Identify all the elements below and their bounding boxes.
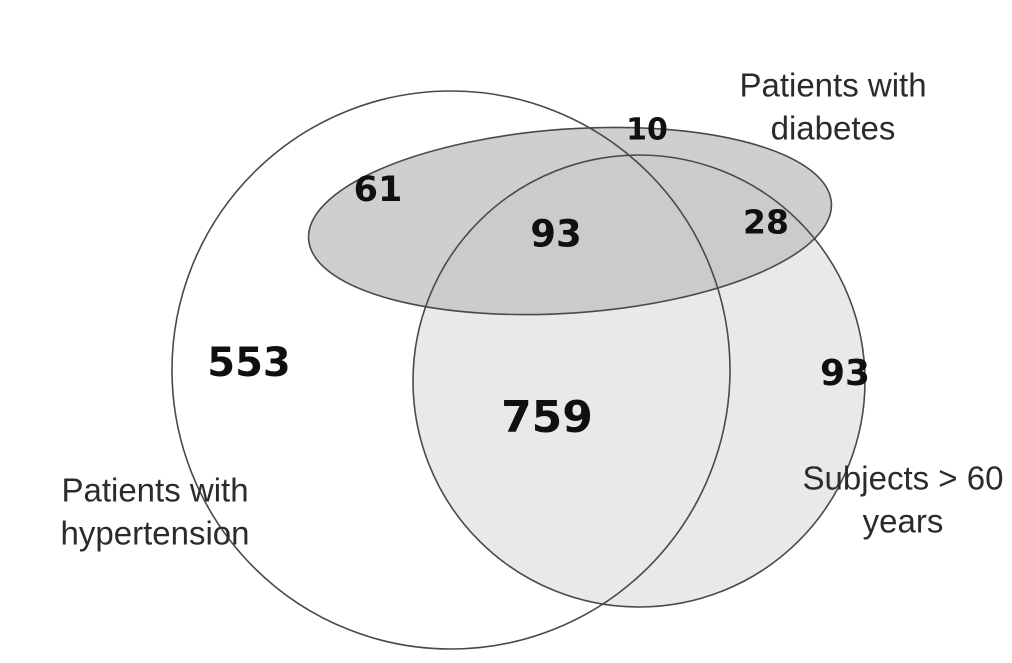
set-label-over60: Subjects > 60 years — [803, 460, 1004, 540]
region-count-hypertension-only: 553 — [207, 340, 291, 386]
region-count-hypertension-and-over60: 759 — [501, 392, 593, 443]
set-label-diabetes-line2: diabetes — [771, 110, 896, 147]
set-label-diabetes: Patients with diabetes — [739, 67, 926, 147]
region-count-all-three: 93 — [530, 213, 582, 256]
set-label-diabetes-line1: Patients with — [739, 67, 926, 104]
set-outline-over60 — [412, 154, 866, 608]
set-label-over60-line2: years — [863, 503, 944, 540]
region-count-hypertension-and-diabetes: 10 — [626, 113, 668, 148]
set-label-hypertension: Patients with hypertension — [61, 472, 250, 552]
set-label-hypertension-line2: hypertension — [61, 515, 250, 552]
set-label-over60-line1: Subjects > 60 — [803, 460, 1004, 497]
region-count-over60-only: 93 — [820, 353, 870, 394]
set-label-hypertension-line1: Patients with — [61, 472, 248, 509]
region-count-diabetes-and-over60: 28 — [743, 203, 789, 242]
set-outline-diabetes — [307, 126, 833, 316]
region-count-diabetes-only: 61 — [354, 170, 403, 210]
set-outline-hypertension — [171, 90, 731, 650]
